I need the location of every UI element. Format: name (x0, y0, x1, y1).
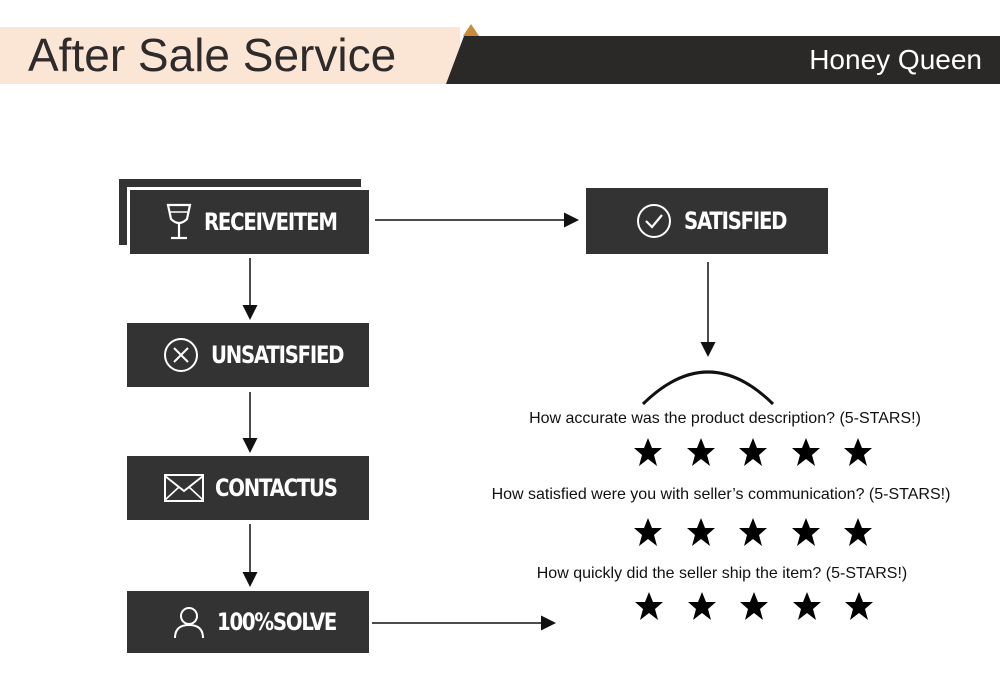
star-icon (739, 438, 767, 466)
header-left-panel (0, 27, 460, 84)
star-icon (739, 518, 767, 546)
star-icon (634, 518, 662, 546)
header-band (446, 36, 1000, 84)
satisfied-label: SATISFIED (684, 207, 788, 235)
rating-question-communication: How satisfied were you with seller’s com… (491, 486, 951, 503)
star-icon (686, 518, 715, 546)
solve-label: 100%SOLVE (217, 608, 337, 636)
header-accent-triangle (463, 24, 479, 36)
rating-stars-shipping (634, 591, 874, 625)
contact-us-label: CONTACTUS (215, 474, 338, 502)
person-icon (173, 605, 205, 639)
receive-item-box: RECEIVEITEM (127, 187, 369, 254)
rating-stars-communication (633, 517, 873, 551)
page-title: After Sale Service (28, 29, 397, 81)
star-icon (635, 592, 663, 620)
star-icon (792, 592, 821, 620)
satisfied-box: SATISFIED (586, 188, 828, 254)
wine-glass-icon (164, 203, 194, 241)
star-icon (791, 518, 820, 546)
contact-us-box: CONTACTUS (127, 456, 369, 520)
star-icon (634, 438, 662, 466)
star-icon (740, 592, 768, 620)
star-icon (845, 592, 873, 620)
rating-question-accuracy: How accurate was the product description… (529, 410, 921, 427)
x-circle-icon (163, 337, 199, 373)
rating-stars-accuracy (633, 437, 873, 471)
unsatisfied-box: UNSATISFIED (127, 323, 369, 387)
envelope-icon (163, 473, 205, 503)
star-icon (844, 438, 872, 466)
solve-box: 100%SOLVE (127, 591, 369, 653)
rating-question-shipping: How quickly did the seller ship the item… (536, 565, 908, 582)
rating-arc (641, 370, 775, 406)
star-icon (844, 518, 872, 546)
star-icon (687, 592, 716, 620)
star-icon (791, 438, 820, 466)
check-circle-icon (636, 203, 672, 239)
receive-item-label: RECEIVEITEM (204, 208, 338, 236)
unsatisfied-label: UNSATISFIED (211, 341, 344, 369)
brand-name: Honey Queen (809, 44, 982, 75)
star-icon (686, 438, 715, 466)
